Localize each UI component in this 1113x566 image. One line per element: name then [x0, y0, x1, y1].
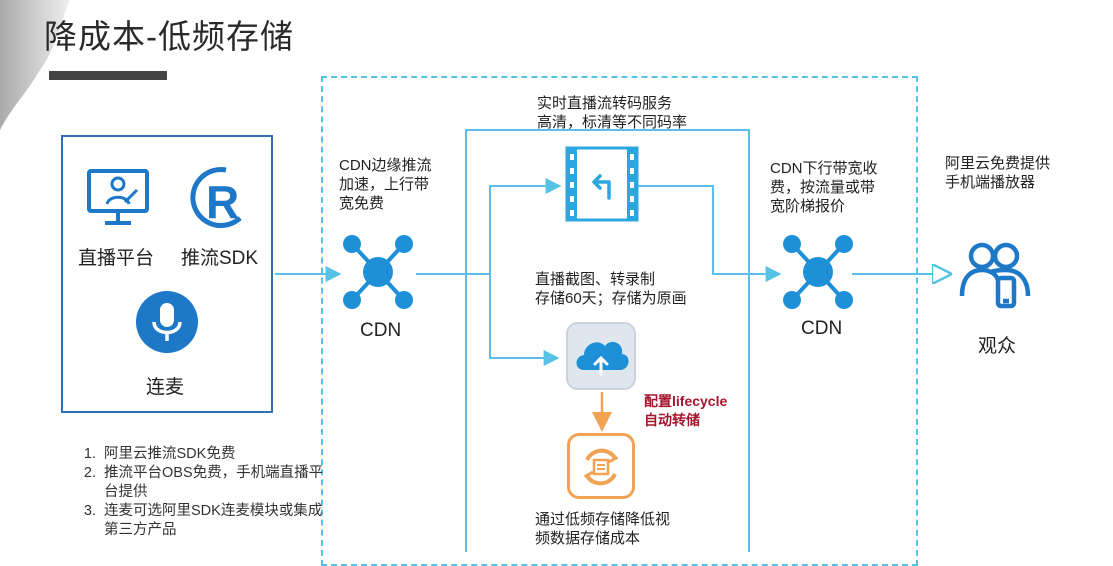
video-frame-icon: [565, 146, 639, 222]
snapshot-desc-line: 直播截图、转录制: [535, 271, 656, 288]
archive-desc: 通过低频存储降低视 频数据存储成本: [535, 510, 670, 548]
flow-to-snapshot: [489, 274, 560, 366]
cdn-edge-desc-line: 宽免费: [339, 195, 385, 212]
lifecycle-label-line: 自动转储: [644, 412, 700, 428]
archive-desc-line: 频数据存储成本: [535, 530, 641, 547]
archive-tile: [567, 433, 635, 499]
microphone-icon: [136, 291, 198, 353]
archive-desc-line: 通过低频存储降低视: [535, 511, 671, 528]
client-label-sdk: 推流SDK: [181, 248, 259, 269]
client-group-box: [61, 135, 273, 413]
snapshot-tile: [566, 322, 636, 390]
player-desc: 阿里云免费提供 手机端播放器: [945, 154, 1050, 192]
cdn-edge-label: CDN: [360, 320, 402, 341]
cdn-down-desc-line: 费，按流量或带: [770, 179, 876, 196]
diagram-canvas: [0, 0, 1031, 552]
cdn-down-desc-line: 宽阶梯报价: [770, 198, 846, 215]
flow-to-transcode: [489, 178, 562, 274]
cdn-edge-desc-line: 加速，上行带: [339, 176, 430, 193]
lifecycle-label: 配置lifecycle 自动转储: [644, 392, 727, 430]
transcode-bracket: [465, 129, 750, 552]
transcode-desc-line: 高清，标清等不同码率: [537, 114, 688, 131]
r-logo-icon: R: [190, 167, 242, 229]
flow-transcode-to-cdn: [636, 185, 782, 282]
monitor-user-icon: [87, 169, 149, 225]
cdn-down-desc-line: CDN下行带宽收: [770, 160, 878, 177]
cdn-edge-desc-line: CDN边缘推流: [339, 157, 432, 174]
snapshot-desc-line: 存储60天；存储为原画: [535, 290, 687, 307]
cloud-upload-icon: [576, 341, 629, 376]
svg-text:R: R: [206, 176, 239, 228]
transcode-desc-line: 实时直播流转码服务: [537, 95, 673, 112]
player-desc-line: 阿里云免费提供: [945, 155, 1051, 172]
notes-list: 阿里云推流SDK免费 推流平台OBS免费，手机端直播平台提供 连麦可选阿里SDK…: [60, 445, 330, 540]
note-item: 连麦可选阿里SDK连麦模块或集成第三方产品: [100, 502, 330, 540]
snapshot-desc: 直播截图、转录制 存储60天；存储为原画: [535, 270, 687, 308]
transcode-desc: 实时直播流转码服务 高清，标清等不同码率: [537, 94, 687, 132]
player-desc-line: 手机端播放器: [945, 174, 1036, 191]
client-label-platform: 直播平台: [78, 248, 155, 269]
audience-label: 观众: [978, 336, 1017, 357]
title-underline: [49, 71, 167, 80]
cdn-down-label: CDN: [801, 318, 843, 339]
note-item: 推流平台OBS免费，手机端直播平台提供: [100, 464, 330, 502]
archive-icon: [583, 448, 619, 486]
client-label-mic: 连麦: [146, 377, 185, 398]
note-item: 阿里云推流SDK免费: [100, 445, 330, 464]
cdn-down-desc: CDN下行带宽收 费，按流量或带 宽阶梯报价: [770, 159, 878, 216]
audience-phone-icon: [959, 242, 1031, 309]
cdn-down-icon: [783, 235, 853, 309]
lifecycle-label-line: 配置lifecycle: [644, 393, 728, 409]
cdn-edge-desc: CDN边缘推流 加速，上行带 宽免费: [339, 156, 432, 213]
decorative-swoosh: [0, 0, 70, 130]
cdn-edge-icon: [343, 235, 413, 309]
page-title: 降成本-低频存储: [44, 18, 294, 55]
